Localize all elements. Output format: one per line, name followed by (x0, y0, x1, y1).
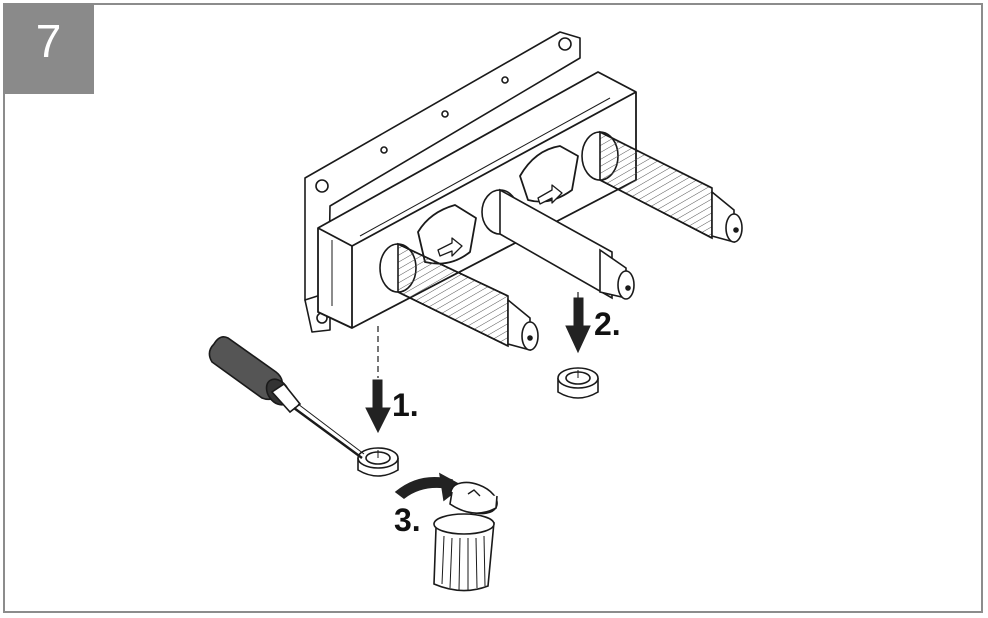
middle-outlet (481, 188, 635, 300)
step-number-box: 7 (3, 3, 94, 94)
cap-icon (357, 447, 399, 477)
screwdriver-icon (208, 336, 365, 459)
step-number: 7 (35, 15, 62, 67)
down-arrow-icon (365, 379, 391, 434)
step-label-2: 2. (594, 306, 621, 342)
left-threaded-outlet (379, 242, 539, 352)
curved-arrow-icon (394, 472, 464, 502)
step-label-1: 1. (392, 387, 419, 423)
step-label-3: 3. (394, 502, 421, 538)
right-threaded-outlet (581, 130, 743, 244)
guide-lines (377, 292, 579, 378)
down-arrow-icon (565, 297, 591, 354)
cap-icon (557, 367, 599, 399)
bin-icon (433, 481, 498, 592)
diagram-frame (3, 3, 983, 613)
